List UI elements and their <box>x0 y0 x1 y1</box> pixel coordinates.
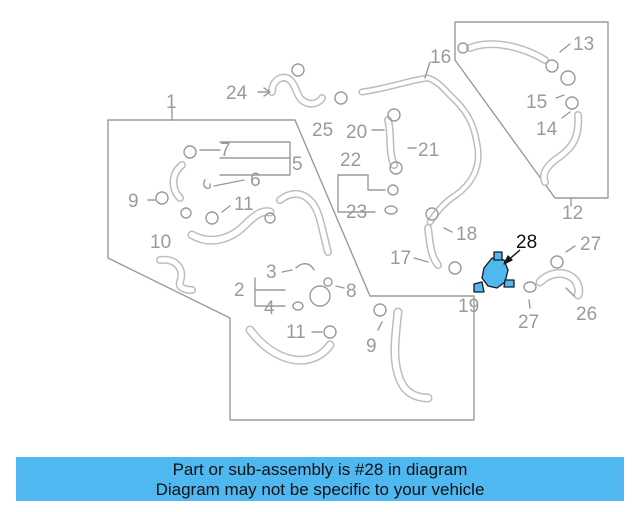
group-1-outline <box>107 119 475 421</box>
label-17: 17 <box>390 248 411 269</box>
label-6: 6 <box>250 170 261 191</box>
label-15: 15 <box>526 92 547 113</box>
banner-line-2: Diagram may not be specific to your vehi… <box>155 480 485 499</box>
label-5: 5 <box>292 154 303 175</box>
label-28: 28 <box>516 232 537 253</box>
label-4: 4 <box>264 298 275 319</box>
label-1: 1 <box>166 92 177 113</box>
label-26: 26 <box>576 304 597 325</box>
label-10: 10 <box>150 232 171 253</box>
label-3: 3 <box>266 262 277 283</box>
label-11-upper: 11 <box>234 194 254 215</box>
label-21: 21 <box>418 140 439 161</box>
label-9-upper: 9 <box>128 191 139 212</box>
label-24: 24 <box>226 83 248 104</box>
label-11-lower: 11 <box>286 322 306 343</box>
label-20: 20 <box>346 122 367 143</box>
label-22: 22 <box>340 150 361 171</box>
label-13: 13 <box>573 34 594 55</box>
label-14: 14 <box>536 119 558 140</box>
label-7: 7 <box>220 140 231 161</box>
group-12-outline <box>454 21 609 199</box>
label-2: 2 <box>234 280 245 301</box>
label-27-lower: 27 <box>518 312 539 333</box>
label-12: 12 <box>562 203 583 224</box>
label-27-upper: 27 <box>580 234 601 255</box>
label-18: 18 <box>456 224 477 245</box>
label-8: 8 <box>346 281 357 302</box>
label-9-lower: 9 <box>366 336 377 357</box>
banner-line-1: Part or sub-assembly is #28 in diagram <box>172 460 468 479</box>
part-info-banner: Part or sub-assembly is #28 in diagram D… <box>16 457 624 501</box>
label-19: 19 <box>458 296 479 317</box>
label-23: 23 <box>346 202 367 223</box>
label-25: 25 <box>312 120 333 141</box>
parts-diagram: 1 2 3 4 5 6 7 8 9 9 10 11 11 12 13 14 15… <box>107 21 609 421</box>
label-16: 16 <box>430 47 451 68</box>
part-28-highlight <box>473 249 521 293</box>
